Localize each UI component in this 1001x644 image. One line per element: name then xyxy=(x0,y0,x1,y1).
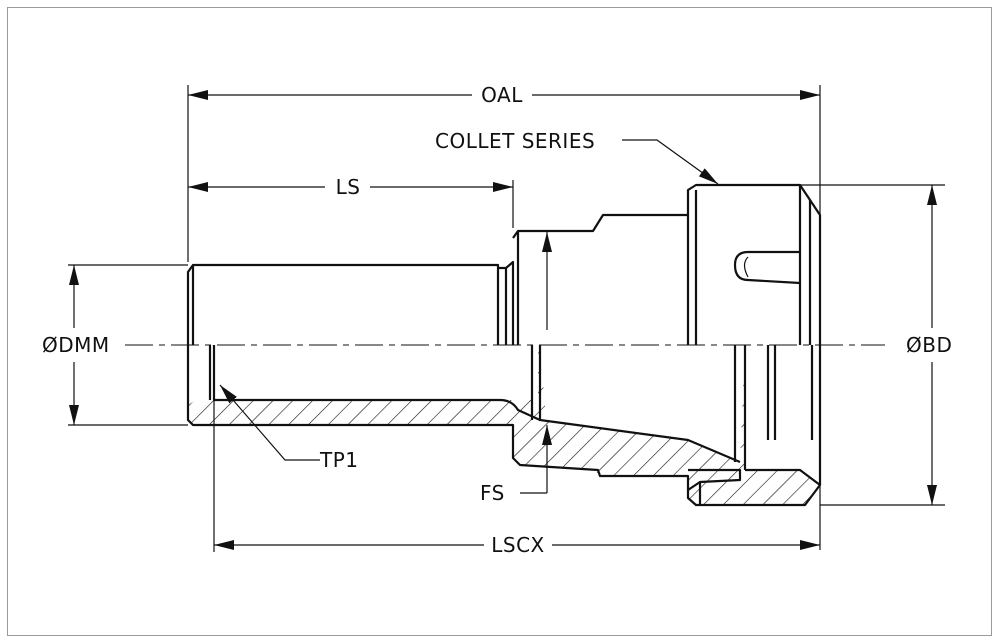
leader-collet-series: COLLET SERIES xyxy=(435,129,719,185)
drawing-frame xyxy=(7,7,992,636)
dimension-dmm: ØDMM xyxy=(42,265,110,425)
label-bd: ØBD xyxy=(906,333,952,357)
leader-tp1: TP1 xyxy=(219,384,359,472)
label-tp1: TP1 xyxy=(319,448,359,472)
part-lower-section xyxy=(186,345,822,507)
label-ls: LS xyxy=(336,175,361,199)
dimension-lscx: LSCX xyxy=(214,533,820,557)
label-dmm: ØDMM xyxy=(42,333,110,357)
label-collet-series: COLLET SERIES xyxy=(435,129,595,153)
dimension-oal: OAL xyxy=(188,83,820,107)
label-fs: FS xyxy=(480,481,505,505)
label-oal: OAL xyxy=(481,83,523,107)
dimension-ls: LS xyxy=(188,175,513,199)
part-upper-outline xyxy=(186,183,822,345)
dimension-bd: ØBD xyxy=(906,185,952,505)
label-lscx: LSCX xyxy=(491,533,545,557)
